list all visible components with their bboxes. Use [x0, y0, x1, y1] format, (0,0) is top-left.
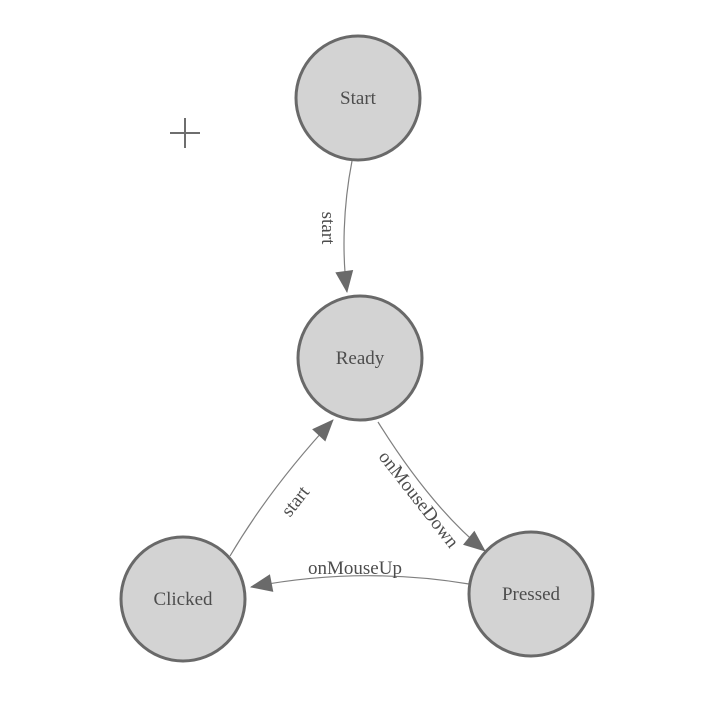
state-node-circle[interactable] — [294, 34, 422, 162]
state-node-label: Ready — [336, 348, 385, 369]
state-node-circle[interactable] — [296, 294, 424, 422]
transition-edge-ready-pressed[interactable] — [377, 421, 486, 552]
transition-label: start — [277, 482, 314, 521]
state-node-ready[interactable]: Ready — [296, 294, 424, 422]
state-node-circle[interactable] — [119, 535, 247, 663]
state-node-pressed[interactable]: Pressed — [467, 530, 595, 658]
state-node-start[interactable]: Start — [294, 34, 422, 162]
transition-label: onMouseDown — [374, 447, 463, 553]
state-node-circle[interactable] — [467, 530, 595, 658]
state-node-label: Pressed — [502, 584, 561, 605]
state-node-label: Clicked — [153, 589, 213, 610]
transition-edge-start-ready[interactable] — [335, 160, 354, 293]
crosshair-cursor-icon — [170, 118, 200, 148]
state-node-label: Start — [340, 88, 377, 109]
transition-label: onMouseUp — [308, 558, 402, 579]
transition-label: start — [317, 212, 338, 245]
transition-edge-pressed-clicked[interactable] — [250, 574, 470, 592]
transition-edge-clicked-ready[interactable] — [229, 419, 334, 557]
state-node-clicked[interactable]: Clicked — [119, 535, 247, 663]
